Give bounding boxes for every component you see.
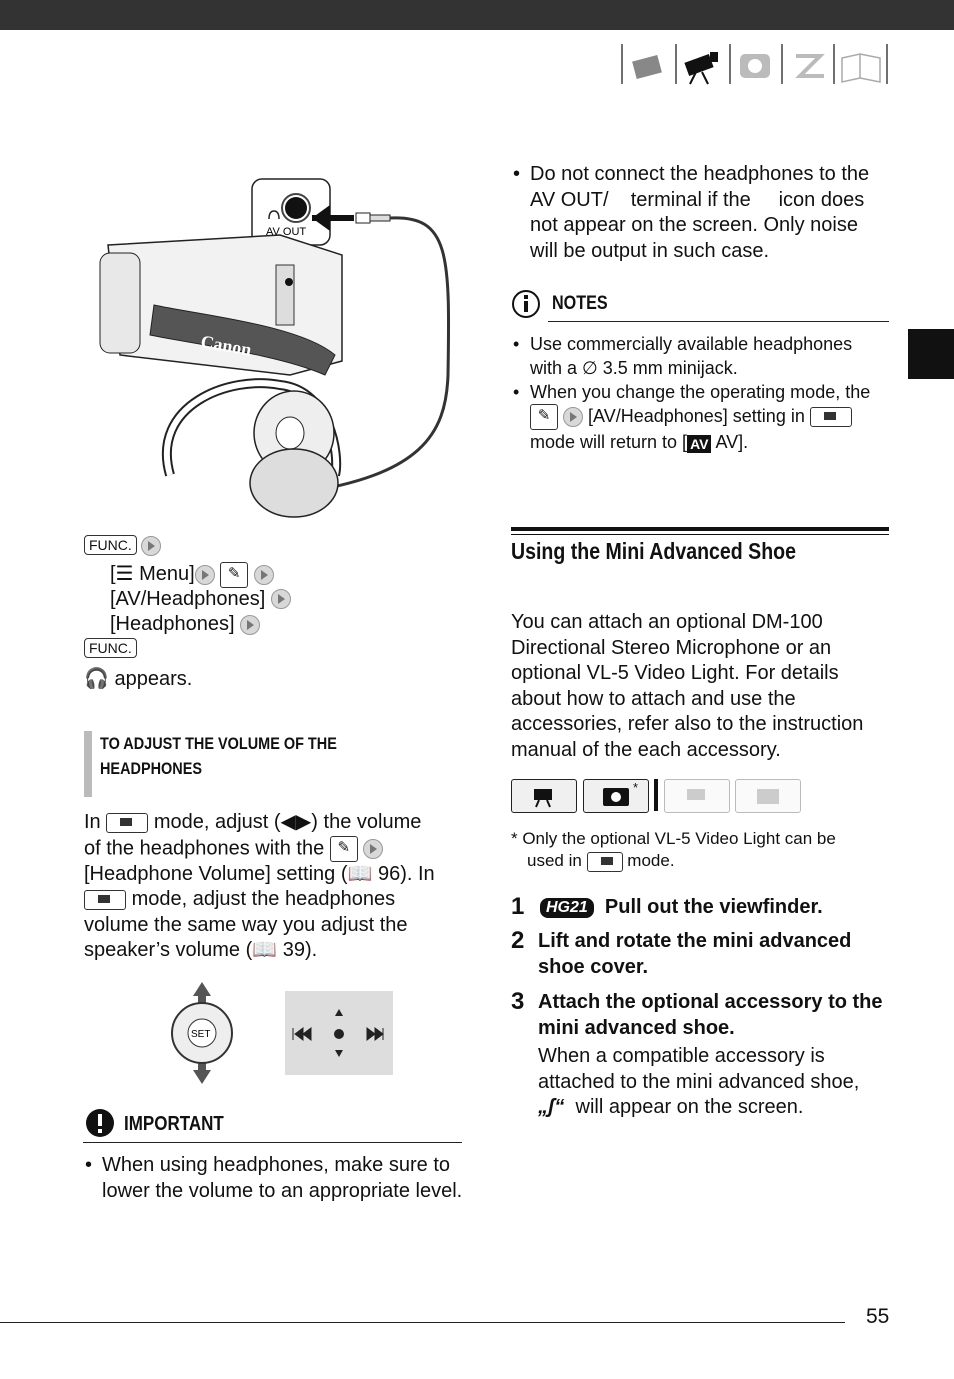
func-button: FUNC. <box>84 637 137 658</box>
divider <box>548 321 889 322</box>
notes-title: NOTES <box>552 293 608 314</box>
volume-controls-diagram <box>285 991 393 1075</box>
movie-play-mode-button <box>664 779 730 813</box>
important-title: IMPORTANT <box>124 1113 224 1135</box>
next-arrow-icon <box>240 614 261 635</box>
asterisk: * <box>633 780 639 795</box>
important-list: When using headphones, make sure to lowe… <box>83 1153 463 1204</box>
camcorder-headphones-illustration: AV OUT Canon <box>99 178 451 518</box>
step-1: HG21 Pull out the viewfinder. <box>540 895 889 921</box>
step-number: 1 <box>511 893 525 920</box>
next-arrow-icon <box>141 535 162 556</box>
adjust-paragraph: In mode, adjust (◀▶) the volume of the h… <box>84 811 435 961</box>
book-ref-icon: 📖 <box>252 939 278 961</box>
notes-list: Use commercially available headphones wi… <box>511 332 889 454</box>
setup-wrench-icon: ✎ <box>530 404 558 431</box>
func-button: FUNC. <box>84 535 137 555</box>
next-arrow-icon <box>363 838 384 859</box>
setup-wrench-icon: ✎ <box>220 561 249 588</box>
section-rule <box>511 527 889 531</box>
svg-text:SET: SET <box>191 1029 210 1040</box>
joystick-diagram: SET <box>171 982 233 1084</box>
playback-mode-icon <box>809 407 852 428</box>
shoe-paragraph: You can attach an optional DM-100 Direct… <box>511 611 864 761</box>
headphone-icon: 🎧 <box>84 665 109 690</box>
photo-icon <box>740 54 770 78</box>
section-title: Using the Mini Advanced Shoe <box>511 538 796 564</box>
playback-mode-icon <box>84 889 126 910</box>
movie-record-mode-button <box>511 779 577 813</box>
section-rule-thin <box>511 534 889 535</box>
prepare-icon <box>632 54 662 80</box>
photo-mode-icon <box>586 851 623 872</box>
footer-rule <box>0 1322 845 1323</box>
setup-wrench-icon: ✎ <box>329 835 358 862</box>
step-2: Lift and rotate the mini advanced shoe c… <box>538 930 852 978</box>
step-number: 2 <box>511 927 525 954</box>
adjust-heading: To adjust the volume of the headphones <box>100 734 337 778</box>
list-item: When you change the operating mode, the … <box>511 380 889 454</box>
next-arrow-icon <box>194 564 215 585</box>
step-3: Attach the optional accessory to the min… <box>538 991 883 1039</box>
book-ref-icon: 📖 <box>347 862 373 885</box>
movie-mode-icon <box>106 812 149 833</box>
important-icon <box>85 1108 114 1138</box>
book-icon <box>841 53 881 83</box>
top-bar <box>0 0 954 30</box>
chapter-tabs <box>621 44 888 85</box>
list-item: When using headphones, make sure to lowe… <box>83 1153 463 1204</box>
movie-icon <box>684 52 718 85</box>
transfer-icon <box>795 54 825 78</box>
av-badge: AV <box>687 434 712 453</box>
heading-bar <box>84 731 92 797</box>
photo-play-mode-button <box>735 779 801 813</box>
chapter-side-tab <box>908 329 954 379</box>
mode-separator <box>654 779 658 811</box>
right-bullet-list: Do not connect the headphones to the AV … <box>511 162 889 264</box>
notes-icon <box>511 289 541 319</box>
step-3-detail: When a compatible accessory is attached … <box>538 1045 860 1118</box>
divider <box>83 1142 462 1143</box>
next-arrow-icon <box>563 407 584 428</box>
photo-record-mode-button <box>583 779 649 813</box>
shoe-icon: „ʃ“ <box>538 1096 565 1118</box>
list-item: Use commercially available headphones wi… <box>511 332 889 380</box>
list-item: Do not connect the headphones to the AV … <box>511 162 889 264</box>
footnote: * Only the optional VL-5 Video Light can… <box>511 829 836 872</box>
menu-icon: ☰ <box>115 561 134 585</box>
next-arrow-icon <box>270 589 291 610</box>
model-badge: HG21 <box>540 897 594 918</box>
page-number: 55 <box>866 1305 890 1328</box>
step-number: 3 <box>511 988 525 1015</box>
menu-steps: FUNC. [☰ Menu] ✎ [AV/Headphones] [Headph… <box>84 535 414 692</box>
next-arrow-icon <box>253 564 274 585</box>
